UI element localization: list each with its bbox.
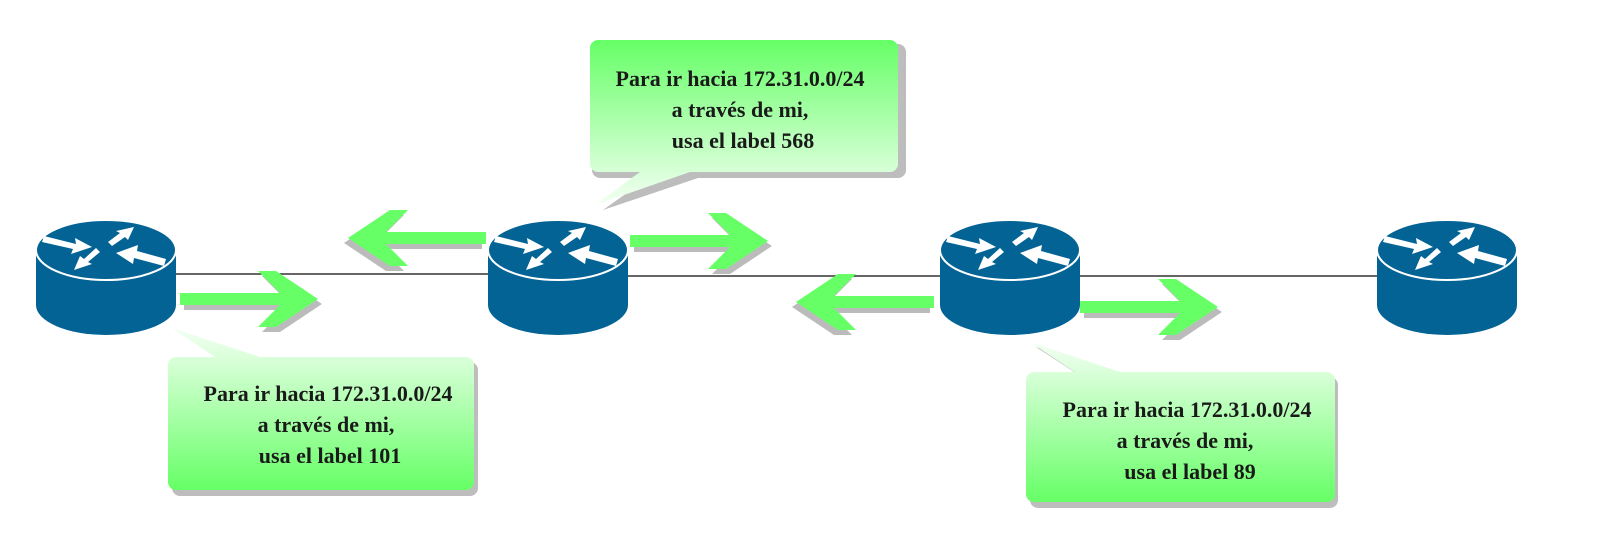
arrow-left-icon (344, 210, 486, 271)
router-icon[interactable] (35, 219, 177, 336)
callout-line: Para ir hacia 172.31.0.0/24 (1063, 397, 1312, 422)
callout-label-101: Para ir hacia 172.31.0.0/24 a través de … (168, 328, 478, 496)
router-icon[interactable] (1376, 219, 1518, 336)
arrow-right-icon (1080, 279, 1222, 340)
callout-line: usa el label 89 (1124, 459, 1255, 484)
callout-line: Para ir hacia 172.31.0.0/24 (204, 381, 453, 406)
callout-line: usa el label 101 (259, 443, 401, 468)
arrow-right-icon (180, 271, 322, 332)
arrow-right-icon (630, 213, 772, 274)
callout-line: a través de mi, (1117, 428, 1254, 453)
callout-line: a través de mi, (258, 412, 395, 437)
callout-label-89: Para ir hacia 172.31.0.0/24 a través de … (1026, 342, 1338, 508)
callout-line: usa el label 568 (672, 128, 814, 153)
callout-label-568: Para ir hacia 172.31.0.0/24 a través de … (590, 40, 906, 210)
callout-line: a través de mi, (672, 97, 809, 122)
callout-line: Para ir hacia 172.31.0.0/24 (616, 66, 865, 91)
router-icon[interactable] (939, 219, 1081, 336)
arrow-left-icon (792, 274, 934, 335)
router-icon[interactable] (487, 219, 629, 336)
